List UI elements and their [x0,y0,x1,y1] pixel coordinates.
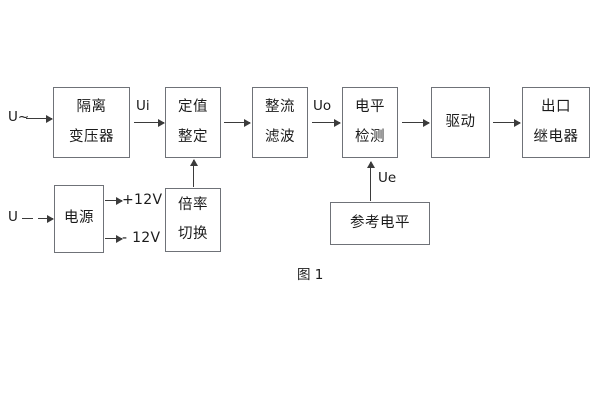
block-isolation-transformer-line-1: 隔离 [76,99,107,116]
arrow-reference-level-to-level-detection [366,161,375,201]
arrow-level-detection-to-drive [402,118,430,127]
arrow-power-supply-rail-positive [105,196,123,205]
arrow-input-dc-to-power-supply [38,214,54,223]
block-rectify-filter-line-1: 整流 [265,99,295,116]
rail-label-negative: - 12V [122,230,161,246]
block-drive-line-1: 驱动 [445,113,476,130]
block-setting-value-line-1: 定值 [178,99,208,116]
arrow-isolation-transformer-to-setting-value [134,118,165,127]
block-level-detection: 电平 检测 [342,87,398,158]
arrow-power-supply-rail-negative [105,234,123,243]
block-reference-level: 参考电平 [330,202,430,245]
signal-label-ue: Ue [378,170,397,186]
block-output-relay-line-1: 出口 [541,99,571,116]
rail-label-positive: +12V [122,192,163,208]
block-level-detection-line-2: 检测 [355,128,385,145]
arrow-drive-to-output-relay [493,118,521,127]
arrow-rectify-filter-to-level-detection [312,118,341,127]
arrow-setting-value-to-rectify-filter [224,118,251,127]
block-setting-value: 定值 整定 [165,87,221,158]
block-rectify-filter-line-2: 滤波 [265,128,295,145]
input-label-dc: U [8,209,18,225]
block-isolation-transformer: 隔离 变压器 [53,87,130,158]
block-power-supply-line-1: 电源 [64,210,94,227]
dash-input-dc-segment [22,218,33,219]
arrow-multiplier-switch-to-setting-value [189,159,198,187]
block-setting-value-line-2: 整定 [178,128,208,145]
signal-label-ui: Ui [136,98,150,114]
block-multiplier-switch: 倍率 切换 [165,188,221,252]
block-rectify-filter: 整流 滤波 [252,87,308,158]
block-multiplier-switch-line-1: 倍率 [178,196,208,213]
block-drive: 驱动 [431,87,490,158]
figure-caption: 图 1 [297,267,324,283]
block-output-relay-line-2: 继电器 [533,128,579,145]
block-isolation-transformer-line-2: 变压器 [69,128,114,145]
block-level-detection-line-1: 电平 [355,99,385,116]
input-label-ac: U~ [8,109,30,125]
block-reference-level-line-1: 参考电平 [350,214,410,231]
block-output-relay: 出口 继电器 [522,87,590,158]
signal-label-uo: Uo [313,98,332,114]
block-multiplier-switch-line-2: 切换 [178,226,208,242]
block-power-supply: 电源 [54,185,104,253]
arrow-input-ac-to-isolation-transformer [26,114,53,123]
